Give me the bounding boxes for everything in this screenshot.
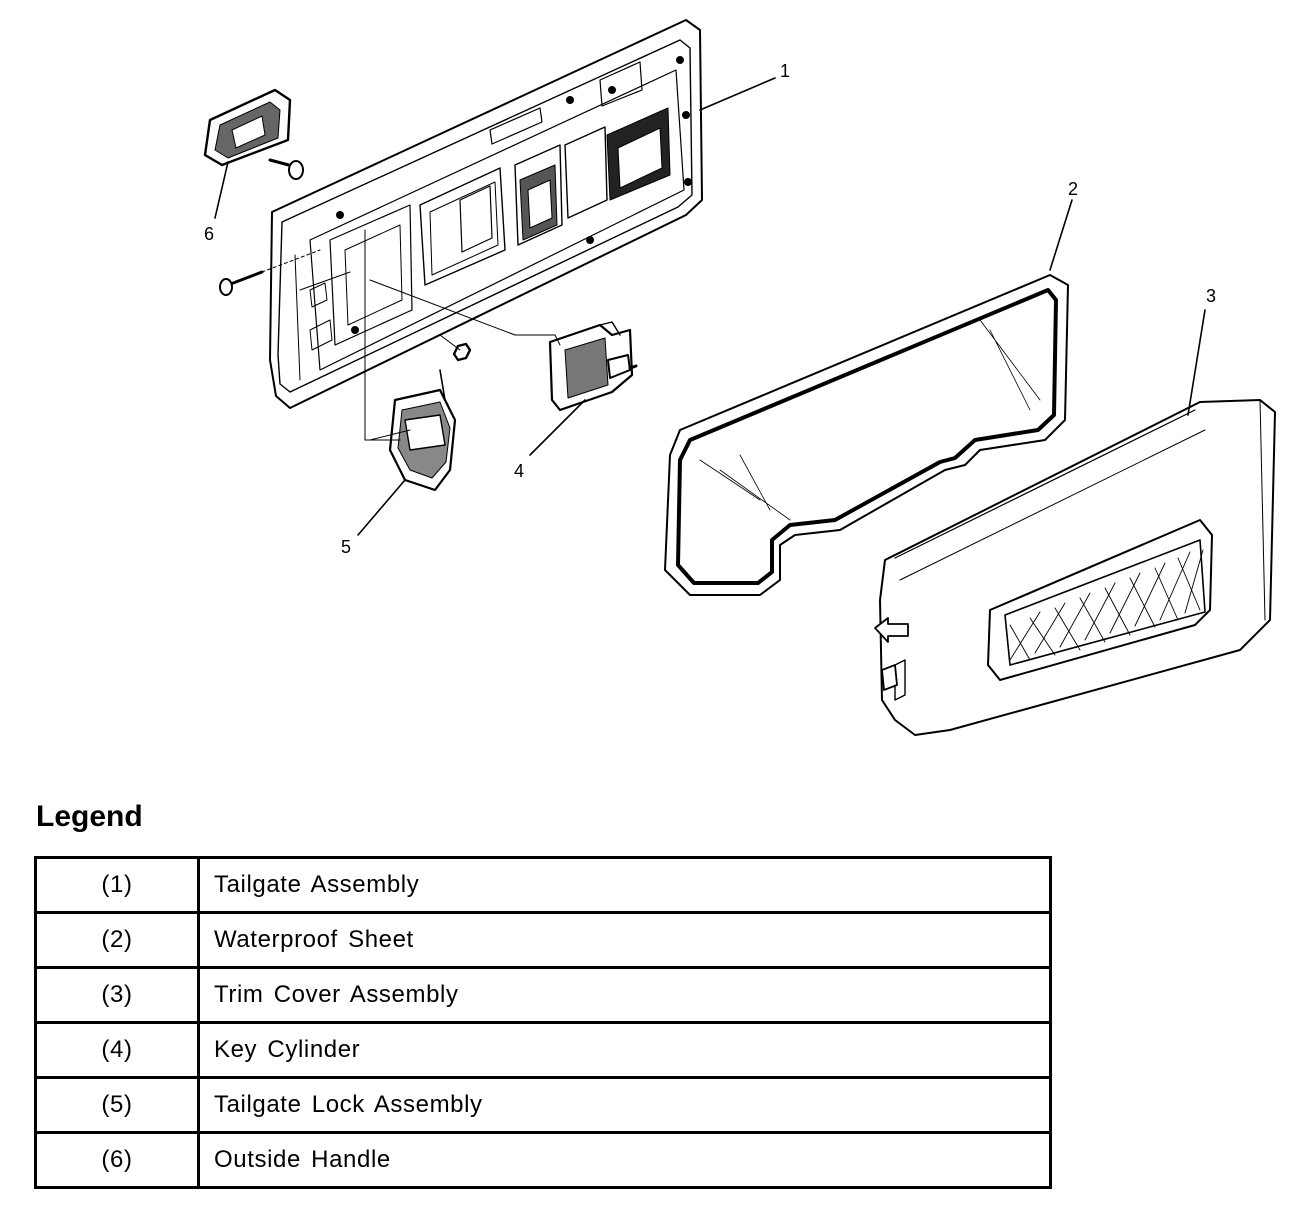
legend-description: Trim Cover Assembly xyxy=(197,966,1052,1024)
callout-2: 2 xyxy=(1068,179,1079,199)
legend-title: Legend xyxy=(36,800,143,833)
legend-number: (5) xyxy=(34,1076,200,1134)
legend-description: Outside Handle xyxy=(197,1131,1052,1189)
legend-table: (1) Tailgate Assembly (2) Waterproof She… xyxy=(34,856,1052,1189)
legend-number: (6) xyxy=(34,1131,200,1189)
table-row: (2) Waterproof Sheet xyxy=(34,911,1052,969)
fastener-bolts xyxy=(219,249,472,362)
table-row: (3) Trim Cover Assembly xyxy=(34,966,1052,1024)
trim-cover-assembly-part xyxy=(874,399,1276,736)
callout-5: 5 xyxy=(341,537,352,557)
table-row: (6) Outside Handle xyxy=(34,1131,1052,1189)
legend-description: Waterproof Sheet xyxy=(197,911,1052,969)
leader-line-6 xyxy=(214,161,229,219)
legend-description: Key Cylinder xyxy=(197,1021,1052,1079)
legend-description: Tailgate Assembly xyxy=(197,856,1052,914)
legend-number: (1) xyxy=(34,856,200,914)
callout-1: 1 xyxy=(780,61,791,81)
table-row: (5) Tailgate Lock Assembly xyxy=(34,1076,1052,1134)
legend-description: Tailgate Lock Assembly xyxy=(197,1076,1052,1134)
legend-number: (3) xyxy=(34,966,200,1024)
callout-3: 3 xyxy=(1206,286,1217,306)
callout-4: 4 xyxy=(514,461,525,481)
legend-number: (4) xyxy=(34,1021,200,1079)
leader-line-1 xyxy=(699,77,776,111)
tailgate-assembly-part xyxy=(269,19,703,409)
table-row: (1) Tailgate Assembly xyxy=(34,856,1052,914)
outside-handle-part xyxy=(203,88,304,180)
leader-line-3 xyxy=(1187,309,1206,416)
leader-line-4 xyxy=(529,399,586,456)
leader-line-5 xyxy=(357,479,406,536)
legend-number: (2) xyxy=(34,911,200,969)
table-row: (4) Key Cylinder xyxy=(34,1021,1052,1079)
assembly-lines xyxy=(299,229,516,441)
leader-line-2 xyxy=(1049,199,1073,271)
waterproof-sheet-part xyxy=(664,274,1069,596)
tailgate-lock-part xyxy=(369,369,457,492)
callout-6: 6 xyxy=(204,224,215,244)
leader-lines xyxy=(214,77,1206,536)
exploded-view-diagram xyxy=(203,19,1276,736)
key-cylinder-part xyxy=(514,321,638,412)
